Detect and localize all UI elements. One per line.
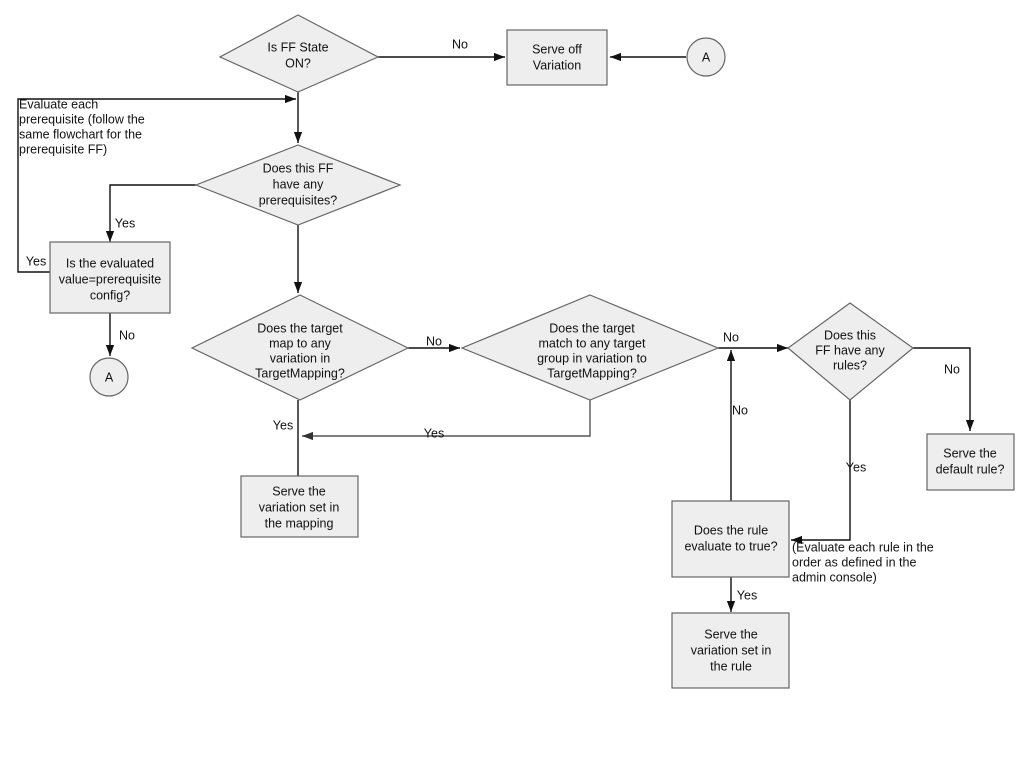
edge-hasrules-yes — [791, 400, 851, 545]
connector-shape — [686, 37, 726, 77]
node-label-line: Does the rule — [694, 523, 768, 537]
node-label-line: variation in — [270, 351, 330, 365]
note-line: prerequisite FF) — [19, 142, 107, 156]
node-target-group-match[interactable]: Does the target match to any target grou… — [460, 294, 720, 401]
node-label-line: Serve off — [532, 42, 582, 56]
note-line: (Evaluate each rule in the — [792, 540, 934, 554]
node-label-line: Does this — [824, 328, 876, 342]
node-label-line: Does the target — [257, 321, 343, 335]
decision-shape — [194, 144, 402, 226]
node-label-line: evaluate to true? — [684, 539, 777, 553]
node-serve-default-rule[interactable]: Serve the default rule? — [926, 433, 1015, 491]
note-rule-order: (Evaluate each rule in the order as defi… — [792, 540, 934, 584]
process-shape — [671, 612, 790, 689]
edge-label-prereq-yes: Yes — [115, 216, 135, 230]
node-label-line: Serve the — [272, 484, 326, 498]
node-rule-evaluate-true[interactable]: Does the rule evaluate to true? — [671, 500, 790, 578]
node-label-line: ON? — [285, 56, 311, 70]
process-shape — [240, 475, 359, 538]
note-line: prerequisite (follow the — [19, 112, 145, 126]
connector-shape — [89, 357, 129, 397]
node-label-line: default rule? — [936, 462, 1005, 476]
node-serve-rule-variation[interactable]: Serve the variation set in the rule — [671, 612, 790, 689]
edge-prereq-yes — [105, 184, 196, 242]
decision-shape — [218, 14, 380, 93]
note-line: Evaluate each — [19, 97, 98, 111]
edge-hasrules-no — [913, 347, 975, 431]
node-has-prerequisites[interactable]: Does this FF have any prerequisites? — [194, 144, 402, 226]
node-label-line: the mapping — [265, 516, 334, 530]
node-label-line: the rule — [710, 659, 752, 673]
decision-shape — [460, 294, 720, 401]
edge-label-targetgroup-no: No — [723, 330, 739, 344]
node-label-line: Serve the — [943, 446, 997, 460]
note-line: admin console) — [792, 570, 877, 584]
note-line: same flowchart for the — [19, 127, 142, 141]
node-label-line: variation set in — [259, 500, 340, 514]
node-label-line: Serve the — [704, 627, 758, 641]
note-prerequisite-evaluation: Evaluate each prerequisite (follow the s… — [19, 97, 145, 156]
node-has-rules[interactable]: Does this FF have any rules? — [787, 302, 914, 401]
note-line: order as defined in the — [792, 555, 916, 569]
edge-label-targetgroup-yes: Yes — [424, 426, 444, 440]
decision-shape — [190, 294, 410, 401]
edge-label-ruletrue-no: No — [732, 403, 748, 417]
node-serve-mapping-variation[interactable]: Serve the variation set in the mapping — [240, 475, 359, 538]
node-label-line: A — [105, 370, 114, 384]
node-label-line: Does the target — [549, 321, 635, 335]
node-label-line: Variation — [533, 58, 581, 72]
edge-label-hasrules-no: No — [944, 362, 960, 376]
edge-targetgroup-yes — [302, 400, 591, 441]
node-connector-a-top[interactable]: A — [686, 37, 726, 77]
node-label-line: match to any target — [538, 336, 646, 350]
node-serve-off-variation[interactable]: Serve off Variation — [506, 29, 608, 86]
process-shape — [926, 433, 1015, 491]
edge-label-ffstate-no: No — [452, 37, 468, 51]
node-label-line: rules? — [833, 358, 867, 372]
edge-label-hasrules-yes: Yes — [846, 460, 866, 474]
node-label-line: group in variation to — [537, 351, 647, 365]
decision-shape — [787, 302, 914, 401]
node-label-line: FF have any — [815, 343, 885, 357]
node-label-line: prerequisites? — [259, 193, 338, 207]
edge-label-prereq-loop-yes: Yes — [26, 254, 46, 268]
node-is-ff-state-on[interactable]: Is FF State ON? — [218, 14, 380, 93]
node-label-line: Does this FF — [263, 161, 334, 175]
node-target-map-variation[interactable]: Does the target map to any variation in … — [190, 294, 410, 401]
node-label-line: TargetMapping? — [255, 366, 345, 380]
node-label-line: value=prerequisite — [59, 272, 162, 286]
process-shape — [671, 500, 790, 578]
node-label-line: Is FF State — [267, 40, 328, 54]
edge-label-ruletrue-yes: Yes — [737, 588, 757, 602]
edge-label-evalprereq-no: No — [119, 328, 135, 342]
edge-label-targetmap-no: No — [426, 334, 442, 348]
node-eval-prerequisite-value[interactable]: Is the evaluated value=prerequisite conf… — [49, 241, 171, 314]
node-label-line: have any — [273, 177, 324, 191]
node-label-line: map to any — [269, 336, 332, 350]
process-shape — [506, 29, 608, 86]
process-shape — [49, 241, 171, 314]
node-label-line: A — [702, 50, 711, 64]
node-label-line: TargetMapping? — [547, 366, 637, 380]
edge-label-targetmap-yes: Yes — [273, 418, 293, 432]
node-label-line: variation set in — [691, 643, 772, 657]
edge-evalprereq-yes-loop — [17, 94, 296, 273]
node-label-line: config? — [90, 288, 130, 302]
node-label-line: Is the evaluated — [66, 256, 154, 270]
node-connector-a-bottom[interactable]: A — [89, 357, 129, 397]
